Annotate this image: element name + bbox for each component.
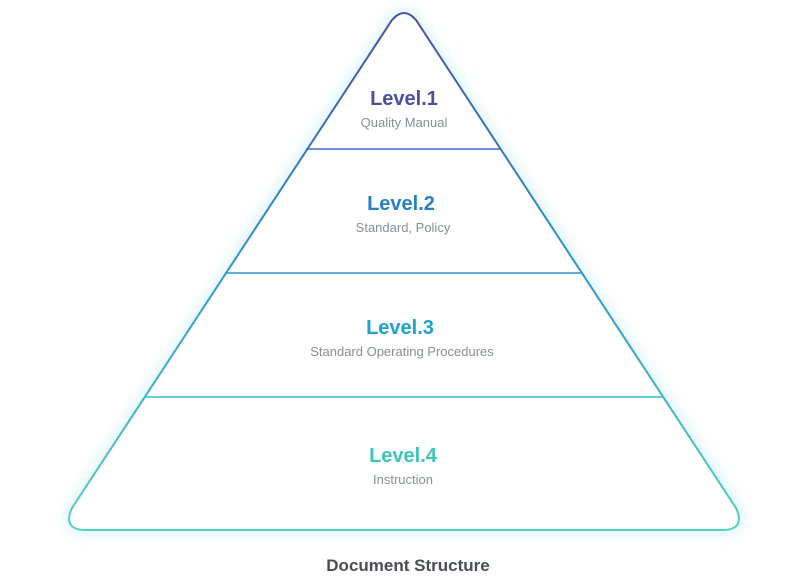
level-3-subtitle: Standard Operating Procedures	[310, 344, 494, 359]
level-2-subtitle: Standard, Policy	[356, 220, 451, 235]
level-4-title: Level.4	[369, 445, 438, 467]
pyramid-level-1: Level.1 Quality Manual	[361, 88, 448, 130]
level-3-title: Level.3	[366, 317, 434, 339]
pyramid-level-3: Level.3 Standard Operating Procedures	[310, 317, 494, 359]
pyramid-level-4: Level.4 Instruction	[369, 445, 438, 487]
level-1-subtitle: Quality Manual	[361, 115, 448, 130]
level-2-title: Level.2	[367, 193, 435, 215]
pyramid-outline	[68, 12, 740, 531]
level-4-subtitle: Instruction	[373, 472, 433, 487]
pyramid-level-2: Level.2 Standard, Policy	[356, 193, 451, 235]
level-1-title: Level.1	[370, 88, 438, 110]
diagram-caption: Document Structure	[326, 556, 489, 575]
